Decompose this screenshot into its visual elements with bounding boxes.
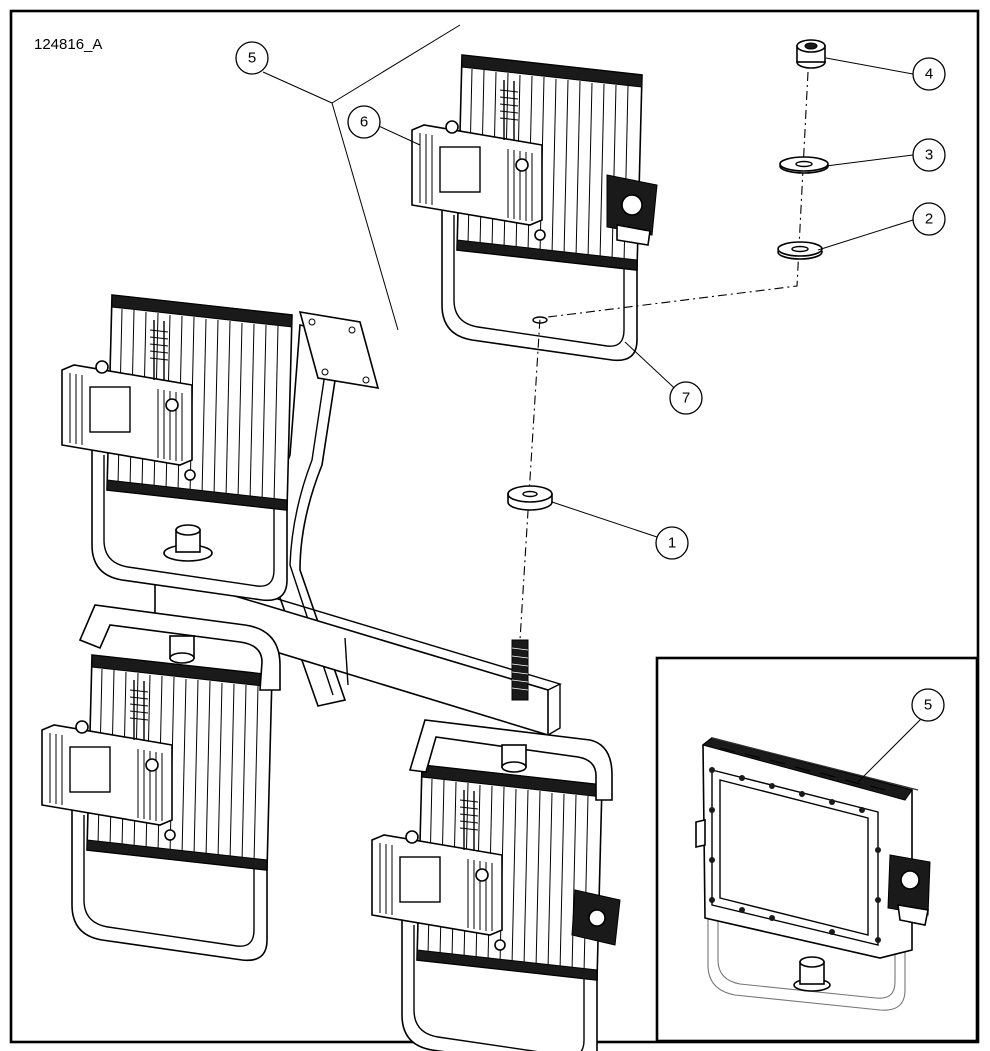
svg-text:1: 1 bbox=[668, 535, 676, 552]
svg-text:3: 3 bbox=[925, 147, 933, 164]
svg-text:6: 6 bbox=[360, 114, 368, 131]
callout-6: 6 bbox=[347, 105, 381, 139]
inset-detail: 5 bbox=[655, 656, 979, 1043]
spacer-1 bbox=[507, 485, 553, 511]
callout-1: 1 bbox=[655, 526, 689, 560]
inset-callout-5: 5 bbox=[924, 697, 932, 714]
svg-text:4: 4 bbox=[925, 66, 933, 83]
svg-text:2: 2 bbox=[925, 211, 933, 228]
yoke-hole bbox=[532, 316, 548, 324]
washer-3 bbox=[779, 156, 829, 174]
fixture-exploded bbox=[411, 54, 658, 362]
callout-2: 2 bbox=[912, 202, 946, 236]
callout-7: 7 bbox=[669, 381, 703, 415]
drawing-id: 124816_A bbox=[34, 36, 102, 53]
fixture-bottom-left bbox=[41, 654, 273, 962]
callout-4: 4 bbox=[912, 57, 946, 91]
assembly-centerline bbox=[519, 71, 809, 641]
washer-2 bbox=[777, 241, 823, 260]
yoke-bottom-right bbox=[408, 719, 613, 801]
svg-text:7: 7 bbox=[682, 390, 690, 407]
nut-4 bbox=[796, 39, 826, 69]
nut-bottom-left bbox=[169, 635, 195, 664]
callout-3: 3 bbox=[912, 138, 946, 172]
callout-5: 5 bbox=[235, 41, 269, 75]
fixture-bottom-right bbox=[371, 764, 603, 1051]
yoke-bottom-left bbox=[78, 604, 281, 691]
nut-bottom-right bbox=[501, 744, 621, 946]
svg-text:5: 5 bbox=[248, 50, 256, 67]
nut-upper-arm bbox=[163, 524, 213, 562]
